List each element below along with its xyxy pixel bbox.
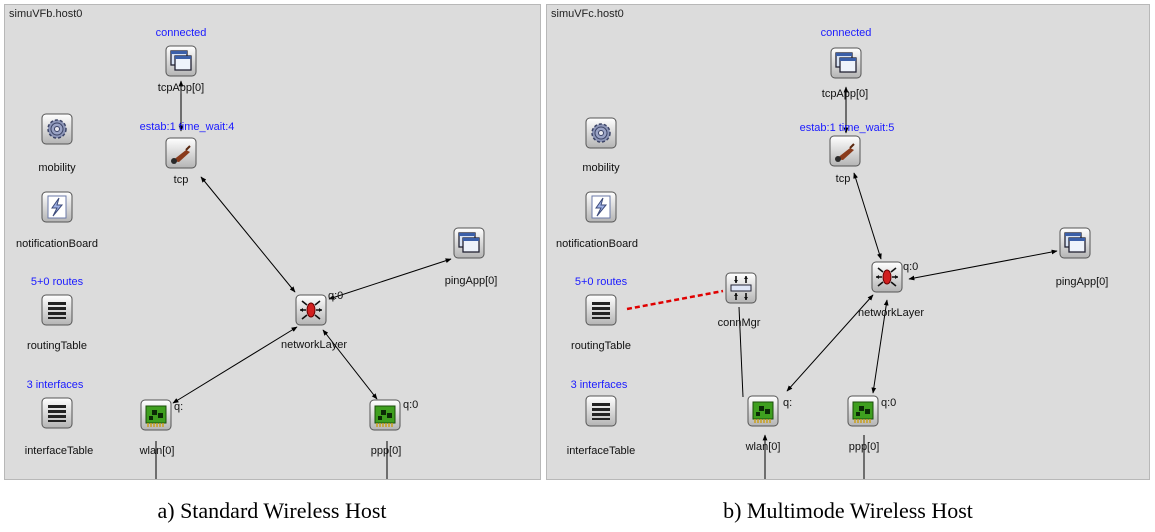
- network-card-icon: [847, 395, 879, 427]
- networklayer-queue: q:0: [328, 290, 344, 302]
- pingapp-module[interactable]: [453, 227, 485, 259]
- ppp-module[interactable]: [369, 399, 401, 431]
- panel-title: simuVFc.host0: [551, 8, 624, 20]
- mobility-module[interactable]: [585, 117, 617, 149]
- networklayer-label: networkLayer: [857, 307, 925, 319]
- connection-manager-icon: [725, 272, 757, 304]
- link-networklayer-wlan: [786, 294, 874, 392]
- pingapp-label: pingApp[0]: [444, 275, 498, 287]
- wlan-module[interactable]: [747, 395, 779, 427]
- notification-lightning-icon: [41, 191, 73, 223]
- table-icon: [585, 395, 617, 427]
- interfacetable-label: interfaceTable: [24, 445, 94, 457]
- networklayer-module[interactable]: [295, 294, 327, 326]
- tcp-label: tcp: [835, 173, 851, 185]
- tcp-label: tcp: [173, 174, 189, 186]
- connmgr-label: connMgr: [717, 317, 761, 329]
- connection-links: [626, 86, 1058, 479]
- interfacetable-module[interactable]: [585, 395, 617, 427]
- tcp-status: estab:1 time_wait:5: [799, 122, 895, 134]
- tcpapp-module[interactable]: [165, 45, 197, 77]
- routingtable-label: routingTable: [571, 340, 631, 352]
- table-icon: [41, 294, 73, 326]
- pingapp-label: pingApp[0]: [1055, 276, 1109, 288]
- table-icon: [585, 294, 617, 326]
- tcpapp-label: tcpApp[0]: [821, 88, 869, 100]
- interfacetable-label: interfaceTable: [566, 445, 636, 457]
- routingtable-status: 5+0 routes: [30, 276, 84, 288]
- mobility-module[interactable]: [41, 113, 73, 145]
- network-card-icon: [140, 399, 172, 431]
- link-connmgr-wlan: [738, 306, 744, 398]
- mobility-label: mobility: [38, 162, 76, 174]
- mobility-label: mobility: [582, 162, 620, 174]
- interfacetable-status: 3 interfaces: [570, 379, 628, 391]
- tcpapp-status: connected: [820, 27, 872, 39]
- gear-icon: [585, 117, 617, 149]
- wheelbarrow-icon: [165, 137, 197, 169]
- notificationboard-module[interactable]: [585, 191, 617, 223]
- link-networklayer-pingapp: [908, 249, 1058, 281]
- ppp-label: ppp[0]: [370, 445, 402, 457]
- tcp-status: estab:1 time_wait:4: [139, 121, 235, 133]
- wlan-label: wlan[0]: [139, 445, 175, 457]
- routingtable-status: 5+0 routes: [574, 276, 628, 288]
- connection-links: [155, 80, 452, 479]
- panel-standard-host: simuVFb.host0 connected tcpApp[0] estab:…: [4, 4, 541, 480]
- application-window-icon: [1059, 227, 1091, 259]
- wlan-module[interactable]: [140, 399, 172, 431]
- ppp-queue: q:0: [881, 397, 897, 409]
- tcp-module[interactable]: [829, 135, 861, 167]
- link-networklayer-pingapp: [328, 258, 452, 300]
- notificationboard-label: notificationBoard: [556, 238, 638, 250]
- ppp-label: ppp[0]: [848, 441, 880, 453]
- routingtable-module[interactable]: [41, 294, 73, 326]
- networklayer-label: networkLayer: [280, 339, 348, 351]
- link-tcp-networklayer: [200, 176, 296, 293]
- tcpapp-module[interactable]: [830, 47, 862, 79]
- link-networklayer-wlan: [172, 326, 298, 404]
- routingtable-label: routingTable: [27, 340, 87, 352]
- panel-title: simuVFb.host0: [9, 8, 83, 20]
- link-tcp-networklayer: [853, 172, 882, 260]
- connmgr-module[interactable]: [725, 272, 757, 304]
- tcpapp-label: tcpApp[0]: [157, 82, 205, 94]
- tcpapp-status: connected: [155, 27, 207, 39]
- notificationboard-label: notificationBoard: [16, 238, 98, 250]
- interfacetable-module[interactable]: [41, 397, 73, 429]
- wlan-label: wlan[0]: [745, 441, 781, 453]
- ppp-module[interactable]: [847, 395, 879, 427]
- ppp-queue: q:0: [403, 399, 419, 411]
- application-window-icon: [830, 47, 862, 79]
- link-connmgr-routingtable: [626, 289, 724, 311]
- network-card-icon: [747, 395, 779, 427]
- router-icon: [871, 261, 903, 293]
- interfacetable-status: 3 interfaces: [26, 379, 84, 391]
- application-window-icon: [165, 45, 197, 77]
- caption-multimode-host: b) Multimode Wireless Host: [723, 498, 973, 523]
- networklayer-queue: q:0: [903, 261, 919, 273]
- link-networklayer-ppp: [322, 329, 378, 400]
- panel-multimode-host: simuVFc.host0 connected tcpApp[0] estab:…: [546, 4, 1150, 480]
- notificationboard-module[interactable]: [41, 191, 73, 223]
- router-icon: [295, 294, 327, 326]
- wlan-queue: q:: [174, 401, 184, 413]
- tcp-module[interactable]: [165, 137, 197, 169]
- table-icon: [41, 397, 73, 429]
- routingtable-module[interactable]: [585, 294, 617, 326]
- link-networklayer-ppp: [871, 299, 889, 394]
- wheelbarrow-icon: [829, 135, 861, 167]
- pingapp-module[interactable]: [1059, 227, 1091, 259]
- networklayer-module[interactable]: [871, 261, 903, 293]
- wlan-queue: q:: [783, 397, 793, 409]
- notification-lightning-icon: [585, 191, 617, 223]
- caption-standard-host: a) Standard Wireless Host: [157, 498, 387, 523]
- gear-icon: [41, 113, 73, 145]
- network-card-icon: [369, 399, 401, 431]
- application-window-icon: [453, 227, 485, 259]
